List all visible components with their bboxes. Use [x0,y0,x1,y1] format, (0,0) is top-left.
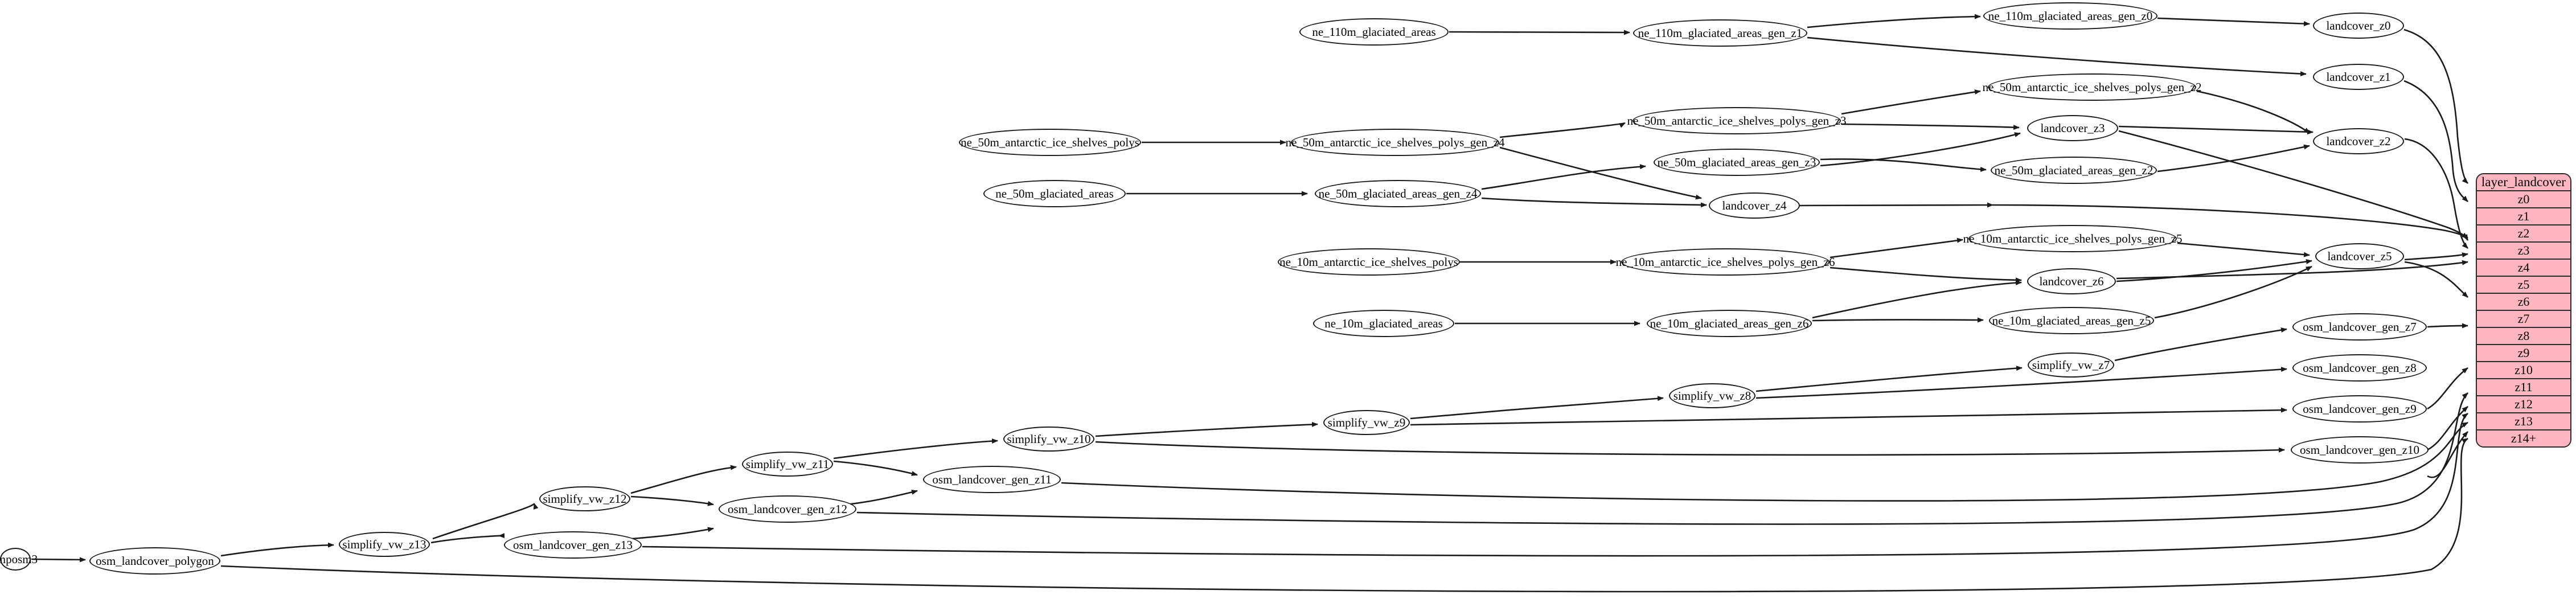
graph-node-ne_110m_glaciated_areas[interactable]: ne_110m_glaciated_areas [1299,18,1449,46]
graph-node-imposm3[interactable]: imposm3 [0,548,38,571]
graph-node-simplify_vw_z13[interactable]: simplify_vw_z13 [339,532,430,557]
graph-node-osm_landcover_gen_z13[interactable]: osm_landcover_gen_z13 [504,531,642,559]
record-row-z4[interactable]: z4 [2477,260,2570,277]
record-row-z14p[interactable]: z14+ [2477,430,2570,446]
graph-node-simplify_vw_z7[interactable]: simplify_vw_z7 [2028,352,2114,378]
graph-node-osm_landcover_gen_z11[interactable]: osm_landcover_gen_z11 [923,466,1061,493]
graph-node-label: landcover_z5 [2327,249,2392,263]
graph-node-ne_50m_glaciated_areas_gen_z2[interactable]: ne_50m_glaciated_areas_gen_z2 [1991,157,2157,184]
graph-node-label: osm_landcover_gen_z12 [728,502,847,516]
graph-node-landcover_z5[interactable]: landcover_z5 [2315,243,2404,269]
graph-node-ne_10m_antarctic_ice_shelves_polys_gen_z5[interactable]: ne_10m_antarctic_ice_shelves_polys_gen_z… [1963,225,2182,252]
graph-node-label: osm_landcover_gen_z7 [2303,319,2417,334]
graph-node-label: osm_landcover_gen_z11 [932,472,1052,486]
graph-node-osm_landcover_gen_z12[interactable]: osm_landcover_gen_z12 [719,495,856,523]
graph-node-ne_50m_glaciated_areas[interactable]: ne_50m_glaciated_areas [983,180,1126,207]
graph-node-label: simplify_vw_z9 [1327,415,1406,429]
record-row-z0[interactable]: z0 [2477,191,2570,208]
graph-node-label: ne_10m_glaciated_areas [1324,316,1443,330]
graph-node-label: ne_10m_glaciated_areas_gen_z5 [1992,313,2151,327]
graph-node-label: simplify_vw_z10 [1007,432,1091,446]
graph-node-label: ne_10m_glaciated_areas_gen_z6 [1650,316,1809,330]
graph-node-label: landcover_z2 [2326,134,2391,148]
graph-node-label: ne_110m_glaciated_areas_gen_z0 [1988,9,2153,23]
graph-node-landcover_z6[interactable]: landcover_z6 [2027,268,2116,294]
graph-node-ne_10m_glaciated_areas[interactable]: ne_10m_glaciated_areas [1313,310,1454,337]
record-row-z10[interactable]: z10 [2477,362,2570,379]
record-row-z1[interactable]: z1 [2477,208,2570,225]
graph-node-osm_landcover_gen_z8[interactable]: osm_landcover_gen_z8 [2292,354,2427,382]
graph-node-label: ne_10m_antarctic_ice_shelves_polys_gen_z… [1615,255,1835,269]
record-row-z6[interactable]: z6 [2477,294,2570,311]
graph-node-label: ne_50m_glaciated_areas_gen_z3 [1657,155,1816,169]
graph-node-label: osm_landcover_gen_z8 [2303,360,2417,375]
graph-node-label: landcover_z4 [1722,198,1787,212]
graph-node-landcover_z2[interactable]: landcover_z2 [2313,128,2404,154]
record-row-z7[interactable]: z7 [2477,311,2570,328]
graph-node-ne_50m_antarctic_ice_shelves_polys_gen_z3[interactable]: ne_50m_antarctic_ice_shelves_polys_gen_z… [1627,107,1846,134]
graph-node-simplify_vw_z8[interactable]: simplify_vw_z8 [1669,383,1755,408]
record-header: layer_landcover [2477,174,2570,191]
graph-node-label: osm_landcover_polygon [96,553,214,568]
graph-node-landcover_z0[interactable]: landcover_z0 [2313,13,2404,39]
graph-node-ne_50m_glaciated_areas_gen_z3[interactable]: ne_50m_glaciated_areas_gen_z3 [1654,149,1820,176]
layer-landcover-record[interactable]: layer_landcover z0 z1 z2 z3 z4 z5 z6 z7 … [2476,173,2571,448]
graph-node-label: ne_50m_glaciated_areas [995,186,1114,200]
graph-node-ne_50m_antarctic_ice_shelves_polys_gen_z2[interactable]: ne_50m_antarctic_ice_shelves_polys_gen_z… [1983,73,2201,101]
graph-node-ne_10m_antarctic_ice_shelves_polys_gen_z6[interactable]: ne_10m_antarctic_ice_shelves_polys_gen_z… [1616,248,1835,276]
graph-node-label: osm_landcover_gen_z9 [2303,401,2417,416]
graph-node-label: osm_landcover_gen_z10 [2300,442,2419,457]
graph-node-label: landcover_z6 [2039,274,2104,288]
graph-node-simplify_vw_z10[interactable]: simplify_vw_z10 [1003,427,1094,452]
record-row-z9[interactable]: z9 [2477,345,2570,362]
graph-node-ne_110m_glaciated_areas_gen_z0[interactable]: ne_110m_glaciated_areas_gen_z0 [1983,2,2157,30]
graph-node-label: simplify_vw_z13 [342,537,426,551]
graph-node-label: landcover_z0 [2326,18,2391,32]
record-row-z13[interactable]: z13 [2477,413,2570,430]
graph-node-label: ne_110m_glaciated_areas_gen_z1 [1638,26,1803,40]
graph-node-landcover_z1[interactable]: landcover_z1 [2313,64,2404,90]
record-row-z5[interactable]: z5 [2477,277,2570,294]
graph-node-simplify_vw_z11[interactable]: simplify_vw_z11 [742,452,833,477]
record-row-z2[interactable]: z2 [2477,225,2570,243]
graph-node-simplify_vw_z9[interactable]: simplify_vw_z9 [1323,410,1410,435]
graph-node-label: simplify_vw_z7 [2032,358,2110,372]
graph-node-label: landcover_z3 [2040,121,2105,135]
graph-node-label: ne_10m_antarctic_ice_shelves_polys_gen_z… [1963,231,2183,245]
graph-node-ne_50m_antarctic_ice_shelves_polys_gen_z4[interactable]: ne_50m_antarctic_ice_shelves_polys_gen_z… [1286,129,1504,156]
graph-node-label: ne_50m_antarctic_ice_shelves_polys_gen_z… [1627,113,1847,128]
graph-node-label: simplify_vw_z8 [1673,388,1751,403]
graph-node-ne_50m_antarctic_ice_shelves_polys[interactable]: ne_50m_antarctic_ice_shelves_polys [959,129,1141,156]
graph-node-ne_10m_glaciated_areas_gen_z5[interactable]: ne_10m_glaciated_areas_gen_z5 [1989,307,2154,334]
graph-node-label: osm_landcover_gen_z13 [513,538,633,552]
graph-node-landcover_z4[interactable]: landcover_z4 [1709,192,1800,219]
graph-node-osm_landcover_gen_z7[interactable]: osm_landcover_gen_z7 [2292,313,2427,341]
graph-node-ne_50m_glaciated_areas_gen_z4[interactable]: ne_50m_glaciated_areas_gen_z4 [1315,180,1481,207]
record-row-z8[interactable]: z8 [2477,328,2570,345]
graph-node-label: imposm3 [0,552,38,566]
graph-node-ne_10m_glaciated_areas_gen_z6[interactable]: ne_10m_glaciated_areas_gen_z6 [1647,310,1812,337]
graph-node-label: ne_50m_antarctic_ice_shelves_polys [961,135,1139,149]
graph-node-ne_10m_antarctic_ice_shelves_polys[interactable]: ne_10m_antarctic_ice_shelves_polys [1278,248,1460,276]
record-row-z3[interactable]: z3 [2477,243,2570,260]
graph-node-label: ne_50m_antarctic_ice_shelves_polys_gen_z… [1982,80,2202,94]
graph-node-label: landcover_z1 [2326,69,2391,84]
graph-node-label: simplify_vw_z11 [745,457,830,471]
graph-node-label: ne_50m_glaciated_areas_gen_z4 [1318,186,1478,200]
graph-node-label: simplify_vw_z12 [543,491,627,506]
graph-node-ne_110m_glaciated_areas_gen_z1[interactable]: ne_110m_glaciated_areas_gen_z1 [1633,19,1807,47]
graph-node-label: ne_50m_antarctic_ice_shelves_polys_gen_z… [1285,135,1505,149]
graph-node-simplify_vw_z12[interactable]: simplify_vw_z12 [539,486,630,511]
graph-node-osm_landcover_gen_z9[interactable]: osm_landcover_gen_z9 [2292,395,2427,423]
record-row-z12[interactable]: z12 [2477,396,2570,413]
graph-node-label: ne_10m_antarctic_ice_shelves_polys [1279,255,1458,269]
graph-node-label: ne_110m_glaciated_areas [1312,24,1436,39]
graph-node-landcover_z3[interactable]: landcover_z3 [2027,115,2118,141]
graph-node-osm_landcover_gen_z10[interactable]: osm_landcover_gen_z10 [2291,436,2429,464]
graph-node-label: ne_50m_glaciated_areas_gen_z2 [1994,163,2153,177]
record-row-z11[interactable]: z11 [2477,379,2570,396]
graph-node-osm_landcover_polygon[interactable]: osm_landcover_polygon [89,547,220,575]
